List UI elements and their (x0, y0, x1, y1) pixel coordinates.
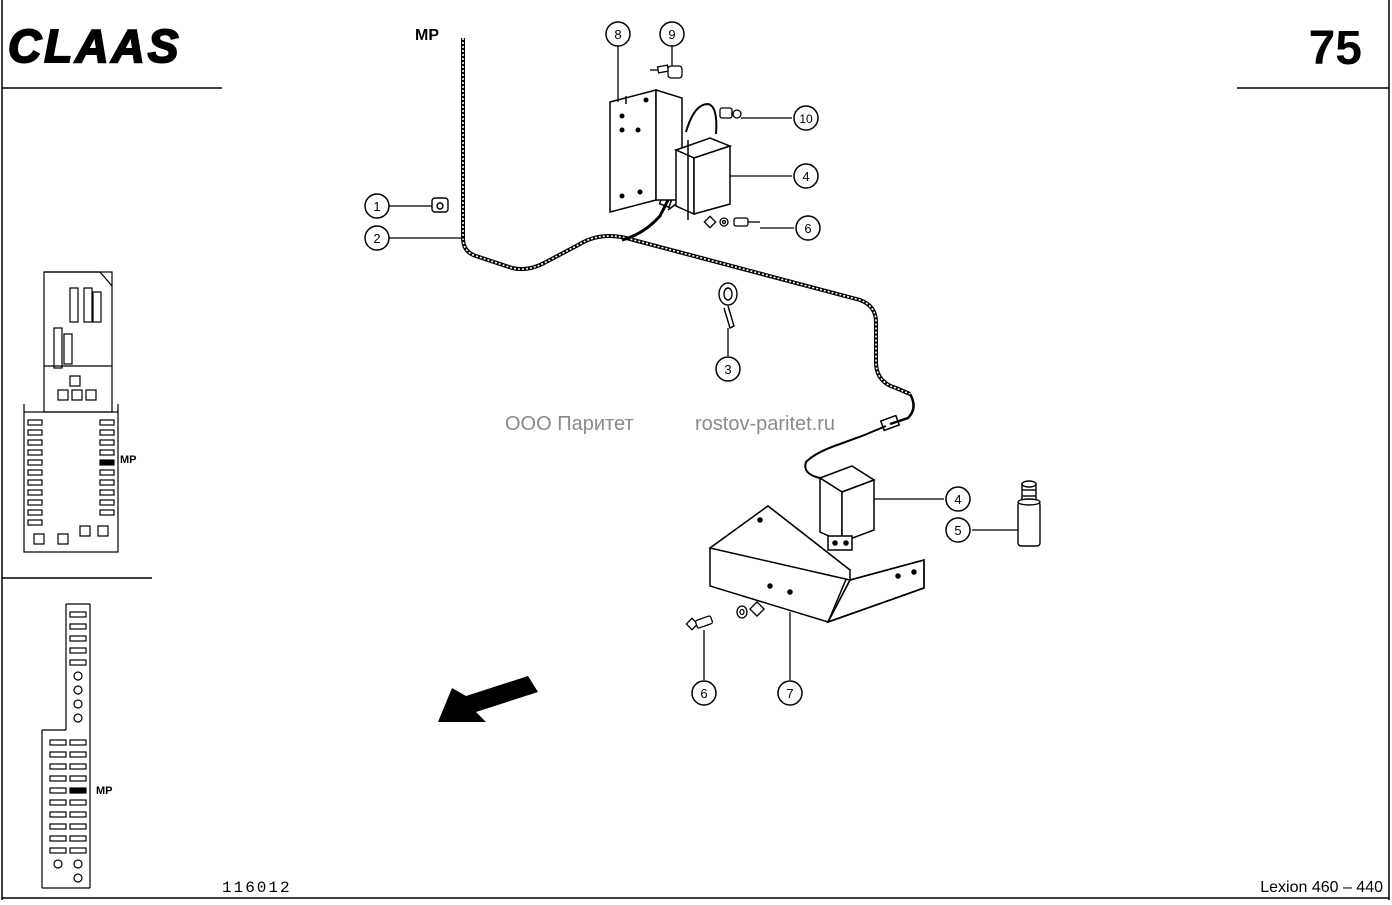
clip-part (431, 197, 449, 213)
svg-text:6: 6 (804, 221, 811, 236)
cable-tie-part (718, 282, 738, 329)
callout-7: 7 (777, 680, 803, 706)
thumbnail-slots-left (27, 419, 43, 526)
lower-control-box (818, 465, 876, 551)
upper-control-box (667, 102, 733, 220)
brand-logo: CLAAS (8, 20, 181, 72)
callout-6-upper: 6 (795, 215, 821, 241)
svg-text:8: 8 (614, 27, 621, 42)
model-designation: Lexion 460 – 440 (1260, 879, 1383, 896)
thumbnail-lower-slots (49, 611, 87, 883)
svg-text:4: 4 (802, 169, 809, 184)
location-thumbnail-lower (41, 603, 91, 889)
page-number: 75 (1309, 22, 1362, 75)
travel-direction-arrow-icon (438, 676, 538, 722)
watermark-site: rostov-paritet.ru (695, 413, 835, 435)
svg-text:1: 1 (373, 199, 380, 214)
thumbnail-upper-label: MP (120, 454, 137, 466)
callout-4-upper: 4 (793, 163, 819, 189)
upper-mounting-bracket (609, 88, 683, 213)
callout-leaders (389, 46, 1018, 680)
svg-text:2: 2 (373, 231, 380, 246)
callout-10: 10 (793, 105, 819, 131)
callout-2: 2 (364, 225, 390, 251)
callout-8: 8 (605, 21, 631, 47)
svg-text:9: 9 (668, 27, 675, 42)
svg-text:3: 3 (724, 362, 731, 377)
lower-mounting-bracket (708, 505, 925, 624)
callout-4-lower: 4 (945, 486, 971, 512)
callout-3: 3 (715, 356, 741, 382)
wiring-harness (461, 38, 915, 479)
svg-text:10: 10 (799, 112, 813, 126)
callout-6-lower: 6 (691, 680, 717, 706)
callout-1: 1 (364, 193, 390, 219)
plug-part (1017, 480, 1041, 547)
upper-box-screws (650, 64, 760, 229)
thumbnail-slots-right (99, 419, 115, 516)
location-thumbnail-upper (23, 271, 119, 553)
svg-text:4: 4 (954, 492, 961, 507)
thumbnail-lower-label: MP (96, 785, 113, 797)
callout-9: 9 (659, 21, 685, 47)
svg-text:7: 7 (786, 686, 793, 701)
drawing-number: 116012 (222, 879, 292, 897)
svg-text:6: 6 (700, 686, 707, 701)
lower-bracket-screws (685, 601, 765, 631)
section-label: MP (415, 27, 439, 44)
callout-5: 5 (945, 517, 971, 543)
svg-text:5: 5 (954, 523, 961, 538)
watermark-company: ООО Паритет (505, 413, 634, 435)
